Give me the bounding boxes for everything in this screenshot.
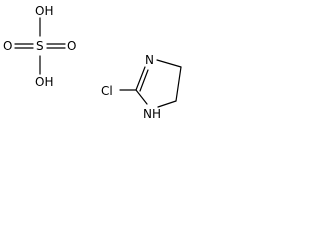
chemical-structure-diagram: OH O S O OH N Cl NH [3,4,182,121]
atom-nh: NH [143,107,161,121]
bond-c4-c5 [175,66,182,102]
bond-c2-n3-2 [139,69,149,92]
chloroimidazoline-molecule: N Cl NH [101,53,182,121]
atom-o-right: O [67,39,76,53]
atom-oh-bottom: OH [35,75,53,89]
bond-n3-c4 [156,59,182,68]
sulfuric-acid-molecule: OH O S O OH [3,4,76,89]
bond-n1-c2 [135,89,148,105]
atom-cl: Cl [101,84,113,98]
atom-oh-top: OH [35,4,53,18]
atom-s: S [36,39,44,53]
bond-c2-n3-1 [135,66,146,91]
atom-n-top: N [145,53,154,67]
atom-o-left: O [3,39,12,53]
bond-c5-n1 [157,100,177,108]
